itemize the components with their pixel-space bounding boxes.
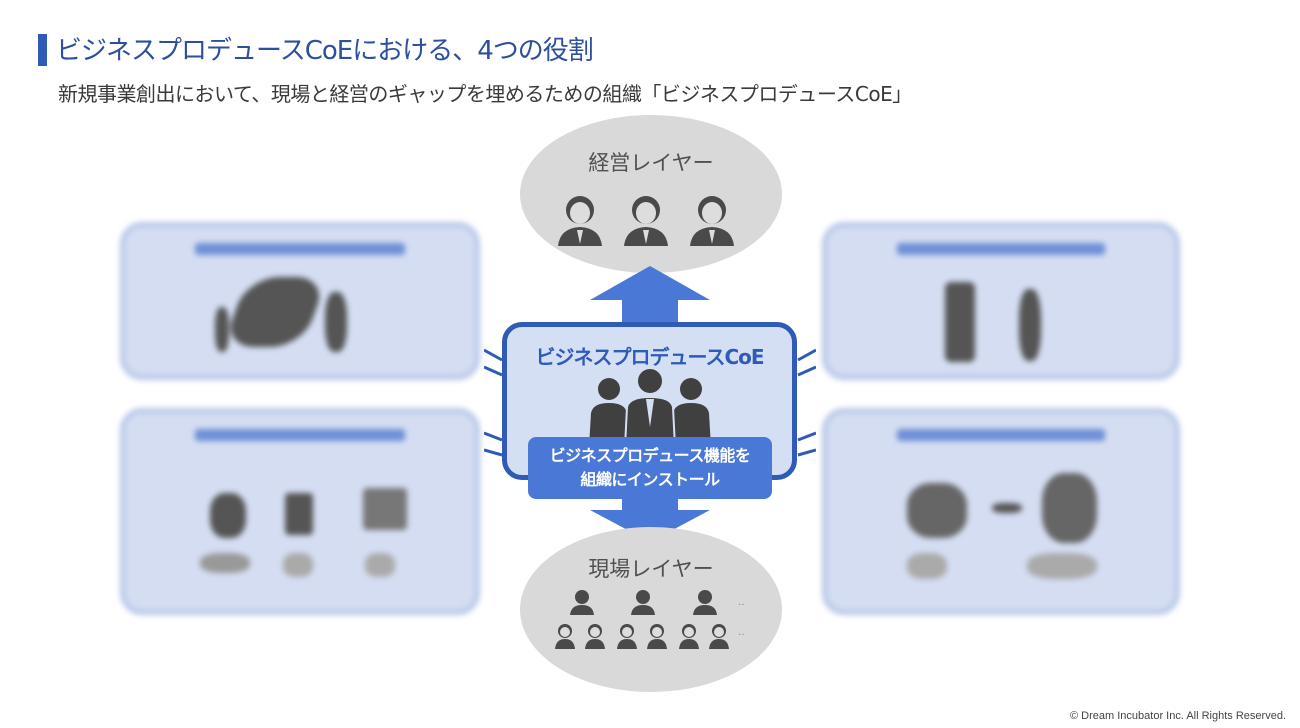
management-layer-label: 経営レイヤー — [588, 151, 714, 175]
install-line-2: 組織にインストール — [580, 470, 720, 489]
executive-icons — [558, 196, 734, 246]
copyright: © Dream Incubator Inc. All Rights Reserv… — [1070, 710, 1286, 722]
up-arrow — [590, 266, 710, 328]
more-managers-ellipsis: ‥ — [738, 597, 745, 608]
down-arrow — [590, 496, 710, 542]
page-subtitle: 新規事業創出において、現場と経営のギャップを埋めるための組織「ビジネスプロデュー… — [58, 82, 912, 106]
install-line-1: ビジネスプロデュース機能を — [549, 446, 751, 465]
more-staff-ellipsis: ‥ — [738, 627, 745, 638]
install-function-label: ビジネスプロデュース機能を 組織にインストール — [528, 437, 772, 499]
staff-icons — [555, 590, 729, 649]
field-layer: 現場レイヤー ‥ ‥ — [520, 527, 782, 692]
team-icon — [589, 367, 711, 447]
left-connectors — [484, 348, 503, 457]
coe-title: ビジネスプロデュースCoE — [535, 345, 764, 369]
field-layer-label: 現場レイヤー — [588, 557, 714, 581]
management-layer: 経営レイヤー — [520, 115, 782, 273]
title-accent-bar — [38, 34, 47, 66]
page-title: ビジネスプロデュースCoEにおける、4つの役割 — [56, 36, 594, 66]
right-connectors — [797, 348, 816, 457]
role-panel-top-left — [120, 222, 480, 380]
role-panel-top-right — [822, 222, 1180, 380]
role-panel-bottom-right — [822, 408, 1180, 615]
role-panel-bottom-left — [120, 408, 480, 615]
